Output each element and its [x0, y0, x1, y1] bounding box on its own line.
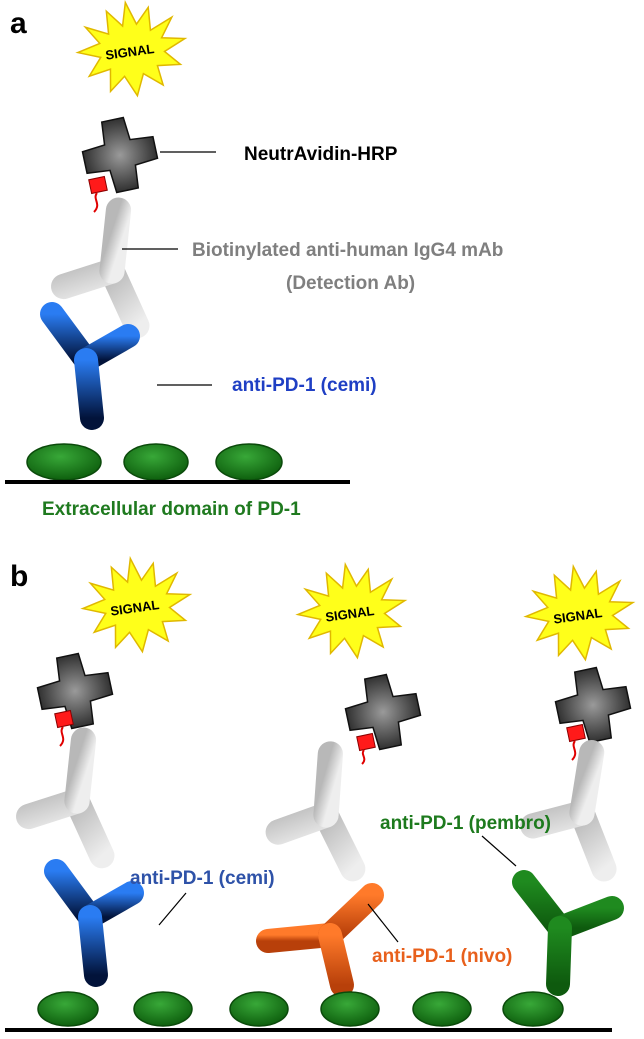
leader-pembro: [481, 835, 517, 867]
panel-a-letter: a: [10, 7, 27, 40]
biotin-tag-a: [88, 175, 108, 195]
biotin-tag-b3: [566, 723, 586, 743]
capture-antibody-cemi-a: [52, 314, 128, 418]
hrp-enzyme-b1: [31, 647, 119, 735]
signal-burst-b1: SIGNAL: [76, 550, 198, 660]
label-detection-ab-sub: (Detection Ab): [286, 273, 415, 294]
detection-antibody-b3: [527, 743, 632, 869]
linker-a: [93, 192, 99, 213]
pd1-domain-b1: [37, 991, 99, 1027]
capture-antibody-cemi-b: [56, 871, 132, 975]
hrp-enzyme-b3: [549, 661, 637, 749]
signal-label-b3: SIGNAL: [552, 605, 603, 627]
signal-label-a: SIGNAL: [104, 41, 155, 63]
biotin-tag-b2: [356, 732, 376, 752]
label-cemi-b: anti-PD-1 (cemi): [130, 868, 275, 889]
leader-cemi-b: [158, 892, 187, 926]
leader-nivo: [367, 903, 399, 943]
pd1-domain-b4: [320, 991, 380, 1027]
capture-antibody-nivo-b: [256, 883, 384, 997]
signal-burst-b2: SIGNAL: [291, 556, 413, 666]
pd1-domain-a2: [123, 443, 189, 481]
signal-label-b2: SIGNAL: [324, 603, 375, 625]
pd1-domain-b5: [412, 991, 472, 1027]
pd1-domain-a3: [215, 443, 283, 481]
label-pembro: anti-PD-1 (pembro): [380, 813, 551, 834]
label-cemi-a: anti-PD-1 (cemi): [232, 375, 377, 396]
pd1-domain-a1: [26, 443, 102, 481]
pd1-domain-b2: [133, 991, 193, 1027]
linker-b1: [59, 726, 65, 747]
signal-label-b1: SIGNAL: [109, 597, 160, 619]
label-nivo: anti-PD-1 (nivo): [372, 946, 512, 967]
detection-antibody-b2: [274, 747, 372, 868]
hrp-enzyme-b2: [339, 668, 427, 756]
capture-antibody-pembro-b: [512, 870, 624, 996]
linker-b3: [571, 740, 577, 761]
label-detection-ab: Biotinylated anti-human IgG4 mAb: [192, 240, 503, 261]
biotin-tag-b1: [54, 709, 74, 729]
detection-antibody-a: [59, 202, 160, 325]
label-extracellular-domain: Extracellular domain of PD-1: [42, 499, 301, 520]
pd1-domain-b6: [502, 991, 564, 1027]
signal-burst-a: SIGNAL: [71, 0, 193, 104]
pd1-domain-b3: [229, 991, 289, 1027]
signal-burst-b3: SIGNAL: [519, 558, 641, 668]
panel-b-letter: b: [10, 560, 28, 593]
detection-antibody-b1: [24, 732, 125, 855]
label-hrp: NeutrAvidin-HRP: [244, 144, 398, 165]
linker-b2: [361, 749, 366, 765]
